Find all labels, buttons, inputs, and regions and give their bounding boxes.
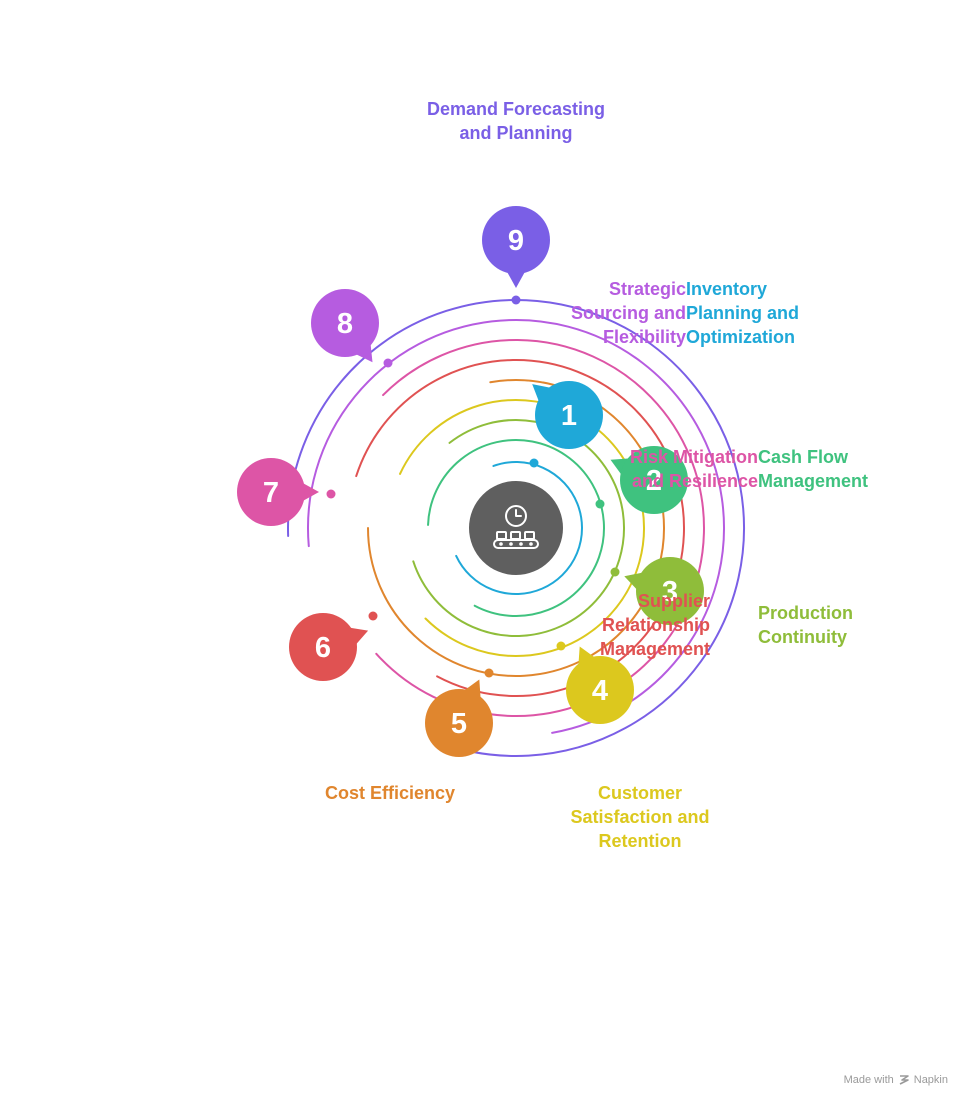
connector-dot-3: [610, 567, 620, 577]
step-label-line: Demand Forecasting: [426, 99, 606, 119]
step-label-7: Risk Mitigation and Resilience: [630, 445, 758, 493]
step-label-line: Inventory: [686, 279, 768, 299]
ring-arc-1: [455, 461, 583, 595]
step-pin-6[interactable]: 6: [289, 613, 369, 681]
ring-arc-2: [427, 439, 605, 617]
pin-circle: [311, 289, 379, 357]
napkin-brand-text: Napkin: [913, 1074, 948, 1086]
step-number: 5: [451, 708, 467, 740]
pin-circle: [535, 381, 603, 449]
step-number: 1: [561, 400, 577, 432]
connector-dot-7: [326, 489, 336, 499]
step-label-line: Satisfaction and: [570, 807, 710, 827]
made-with-text: Made with: [843, 1074, 894, 1086]
center-hub: [469, 481, 563, 575]
pin-circle: [289, 613, 357, 681]
connector-dot-8: [383, 358, 393, 368]
ring-arc-3: [412, 419, 625, 637]
pin-circle: [636, 557, 704, 625]
step-label-line: Production: [758, 603, 853, 623]
connector-dot-1: [529, 458, 539, 468]
pin-circle: [482, 206, 550, 274]
step-pin-7[interactable]: 7: [237, 458, 319, 526]
connector-dot-4: [556, 641, 566, 651]
step-label-line: Cash Flow: [758, 447, 849, 467]
pin-circle: [237, 458, 305, 526]
step-pin-8[interactable]: 8: [311, 289, 379, 363]
connector-dot-6: [368, 611, 378, 621]
step-number: 7: [263, 477, 279, 509]
step-label-9: Demand Forecasting and Planning: [388, 97, 644, 145]
pin-circle: [566, 656, 634, 724]
step-pin-2[interactable]: 2: [610, 446, 689, 514]
clock-conveyor-icon: [493, 505, 539, 549]
step-pin-3[interactable]: 3: [624, 557, 704, 625]
pin-circle: [620, 446, 688, 514]
step-label-line: Cost Efficiency: [324, 783, 456, 803]
pin-circle: [425, 689, 493, 757]
step-label-line: Retention: [598, 831, 682, 851]
step-label-5: Cost Efficiency: [290, 781, 490, 805]
step-number: 6: [315, 632, 331, 664]
ring-arc-9: [287, 299, 746, 757]
step-label-line: Strategic: [608, 279, 686, 299]
connector-dot-5: [484, 668, 494, 678]
step-number: 3: [662, 576, 678, 608]
step-label-line: Supplier: [637, 591, 710, 611]
ring-arc-8: [307, 319, 725, 734]
step-number: 4: [592, 675, 608, 707]
made-with-napkin-footer[interactable]: Made with Napkin: [844, 1074, 948, 1086]
step-label-line: Planning and: [686, 303, 800, 323]
step-number: 8: [337, 308, 353, 340]
connector-dot-2: [595, 499, 605, 509]
step-pin-5[interactable]: 5: [425, 679, 493, 758]
step-label-line: and Planning: [459, 123, 573, 143]
ring-arc-7: [375, 338, 705, 717]
step-label-line: and Resilience: [631, 471, 758, 491]
step-number: 9: [508, 225, 524, 257]
step-number: 2: [646, 465, 662, 497]
step-label-line: Customer: [597, 783, 682, 803]
connector-dots: [326, 295, 620, 678]
step-label-line: Continuity: [758, 627, 847, 647]
step-label-line: Sourcing and: [570, 303, 686, 323]
number-pins: 1 2 3 4 5 6 7 8 9: [237, 206, 704, 757]
step-label-line: Management: [758, 471, 869, 491]
step-label-line: Risk Mitigation: [629, 447, 758, 467]
step-pin-4[interactable]: 4: [566, 646, 634, 725]
step-pin-9[interactable]: 9: [482, 206, 550, 288]
step-label-line: Optimization: [686, 327, 795, 347]
center-circle: [469, 481, 563, 575]
step-label-line: Management: [599, 639, 710, 659]
connector-dot-9: [511, 295, 521, 305]
napkin-logo-icon: [899, 1075, 909, 1085]
step-pin-1[interactable]: 1: [532, 381, 603, 449]
step-label-line: Flexibility: [602, 327, 686, 347]
step-label-line: Relationship: [601, 615, 710, 635]
